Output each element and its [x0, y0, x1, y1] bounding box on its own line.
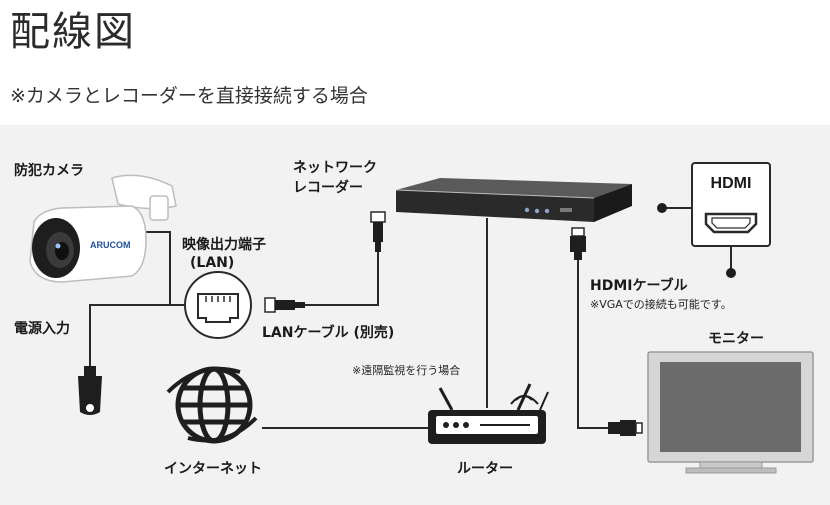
video-port-sublabel: (LAN)	[190, 255, 235, 271]
remote-note: ※遠隔監視を行う場合	[352, 364, 461, 377]
power-plug-icon	[78, 366, 102, 415]
camera-brand: ARUCOM	[90, 240, 131, 250]
lan-cable-label: LANケーブル (別売)	[262, 325, 395, 341]
page-subtitle: ※カメラとレコーダーを直接接続する場合	[10, 85, 368, 107]
internet-label: インターネット	[164, 461, 262, 477]
recorder-label: ネットワーク レコーダー	[293, 160, 377, 196]
camera-lan-cable	[140, 231, 185, 306]
power-label: 電源入力	[14, 321, 70, 337]
router-icon	[428, 383, 549, 444]
lan-plug-icon	[264, 297, 305, 313]
hdmi-port-icon	[657, 162, 771, 278]
camera-power-cable	[89, 304, 170, 370]
hdmi-plug-monitor-icon	[608, 420, 643, 436]
camera-icon	[29, 174, 177, 283]
globe-icon	[166, 366, 258, 444]
recorder-icon	[395, 178, 632, 222]
monitor-icon	[647, 351, 814, 474]
lan-plug-recorder-icon	[370, 211, 386, 252]
monitor-label: モニター	[708, 331, 764, 347]
hdmi-plug-recorder-icon	[570, 227, 586, 260]
lan-cable	[305, 252, 379, 306]
vga-note: ※VGAでの接続も可能です。	[590, 298, 732, 311]
router-label: ルーター	[457, 461, 513, 477]
page-title: 配線図	[10, 9, 136, 55]
video-port-label: 映像出力端子	[182, 237, 266, 253]
hdmi-cable	[577, 258, 610, 429]
hdmi-cable-label: HDMIケーブル	[590, 278, 688, 294]
camera-label: 防犯カメラ	[14, 163, 84, 179]
lan-port-icon	[184, 271, 252, 339]
hdmi-badge-label: HDMI	[711, 175, 752, 192]
